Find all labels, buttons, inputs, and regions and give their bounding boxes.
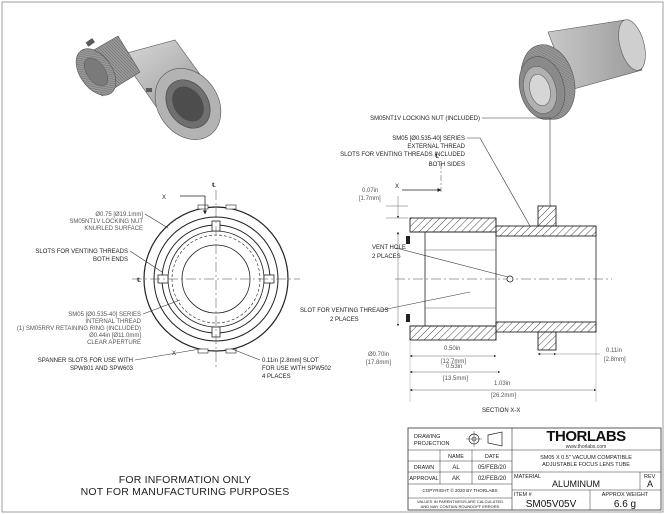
thorlabs-logo: THORLABS — [546, 428, 626, 445]
dim-053: 0.53in [13.5mm] — [409, 364, 501, 382]
svg-text:0.11in: 0.11in — [606, 348, 622, 354]
svg-text:[1.7mm]: [1.7mm] — [359, 196, 381, 202]
rev-label: REV — [644, 474, 656, 480]
footer-note-line-1: FOR INFORMATION ONLY — [118, 474, 252, 486]
callout-vent-hole: VENT HOLE 2 PLACES — [372, 245, 509, 278]
callout-slot-011: 0.11in [2.8mm] SLOT FOR USE WITH SPW502 … — [231, 348, 332, 380]
svg-text:SLOTS FOR VENTING THREADS: SLOTS FOR VENTING THREADS — [35, 249, 128, 255]
rev-value: A — [647, 479, 653, 489]
information-only-note: FOR INFORMATION ONLY NOT FOR MANUFACTURI… — [60, 474, 310, 498]
svg-text:0.50in: 0.50in — [444, 346, 460, 352]
iso-view-left — [75, 35, 222, 140]
approval-label: APPROVAL — [409, 476, 438, 482]
callout-ext-thread: SM05 [Ø0.535-40] SERIES EXTERNAL THREAD … — [340, 136, 531, 227]
svg-text:SM05NT1V LOCKING NUT (INCLUDED: SM05NT1V LOCKING NUT (INCLUDED) — [370, 116, 480, 122]
svg-text:Ø0.44in [Ø11.0mm]: Ø0.44in [Ø11.0mm] — [89, 333, 141, 339]
svg-text:[13.5mm]: [13.5mm] — [443, 376, 468, 382]
approval-name: AK — [452, 476, 460, 482]
description-line-1: SM05 X 0.5" VACUUM COMPATIBLE — [540, 455, 632, 461]
drawn-date: 05/FEB/20 — [478, 465, 507, 471]
iso-view-right — [518, 19, 646, 120]
axis-cl-label-top: ℄ — [211, 183, 216, 189]
svg-text:0.07in: 0.07in — [362, 188, 378, 194]
svg-text:SM05 [Ø0.535-40] SERIES: SM05 [Ø0.535-40] SERIES — [68, 312, 141, 318]
website-text: www.thorlabs.com — [566, 444, 607, 450]
svg-text:1.03in: 1.03in — [494, 381, 510, 387]
svg-text:Ø0.75 [Ø19.1mm]: Ø0.75 [Ø19.1mm] — [95, 212, 143, 218]
item-label: ITEM # — [514, 492, 533, 498]
weight-value: 6.6 g — [614, 499, 636, 510]
col-date-header: DATE — [485, 454, 500, 460]
dim-007: 0.07in [1.7mm] — [359, 188, 408, 219]
svg-text:SPANNER SLOTS FOR USE WITH: SPANNER SLOTS FOR USE WITH — [38, 358, 133, 364]
copyright-text: COPYRIGHT © 2020 BY THORLABS — [422, 487, 497, 493]
title-block — [407, 427, 662, 511]
svg-text:SLOTS FOR VENTING THREADS INCL: SLOTS FOR VENTING THREADS INCLUDED — [340, 152, 466, 158]
svg-text:EXTERNAL THREAD: EXTERNAL THREAD — [407, 144, 465, 150]
drawing-projection-label-1: DRAWING — [414, 434, 440, 440]
description-line-2: ADJUSTABLE FOCUS LENS TUBE — [542, 462, 630, 468]
axis-cl-label-left: ℄ — [136, 278, 141, 284]
axis-x-label: X — [162, 195, 166, 201]
svg-text:(1) SM05RRV RETAINING RING (IN: (1) SM05RRV RETAINING RING (INCLUDED) — [17, 326, 141, 332]
dim-050: 0.50in [12.7mm] — [409, 346, 497, 365]
svg-text:CLEAR APERTURE: CLEAR APERTURE — [87, 340, 141, 346]
svg-text:Ø0.70in: Ø0.70in — [368, 352, 389, 358]
end-view — [132, 190, 300, 368]
section-axis-cl: ℄ — [434, 154, 439, 160]
weight-label: APPROX WEIGHT — [602, 492, 649, 498]
svg-text:BOTH SIDES: BOTH SIDES — [429, 162, 465, 168]
svg-text:SM05NT1V LOCKING NUT: SM05NT1V LOCKING NUT — [69, 219, 143, 225]
values-note-2: AND MAY CONTAIN ROUNDOFF ERRORS — [421, 504, 500, 509]
drawn-label: DRAWN — [414, 465, 435, 471]
svg-text:0.53in: 0.53in — [446, 364, 462, 370]
callout-slot-venting: SLOT FOR VENTING THREADS 2 PLACES — [300, 291, 471, 323]
section-label: SECTION X-X — [482, 408, 520, 414]
dim-103: 1.03in [26.2mm] — [409, 332, 597, 402]
svg-text:KNURLED SURFACE: KNURLED SURFACE — [84, 226, 143, 232]
section-axis-x: X — [395, 184, 399, 190]
svg-text:SLOT FOR VENTING THREADS: SLOT FOR VENTING THREADS — [300, 308, 388, 314]
callout-int-thread: SM05 [Ø0.535-40] SERIES INTERNAL THREAD … — [17, 299, 181, 346]
footer-note-line-2: NOT FOR MANUFACTURING PURPOSES — [80, 486, 290, 498]
svg-text:[26.2mm]: [26.2mm] — [491, 393, 516, 399]
svg-text:2 PLACES: 2 PLACES — [330, 317, 359, 323]
item-value: SM05V05V — [526, 499, 577, 510]
svg-text:BOTH ENDS: BOTH ENDS — [93, 257, 128, 263]
material-label: MATERIAL — [514, 474, 541, 480]
axis-x-label-bottom: X — [172, 351, 176, 357]
svg-text:4 PLACES: 4 PLACES — [262, 374, 291, 380]
approval-date: 02/FEB/20 — [478, 476, 507, 482]
callout-spanner-slots: SPANNER SLOTS FOR USE WITH SPW801 AND SP… — [38, 348, 201, 372]
callout-od-075: Ø0.75 [Ø19.1mm] SM05NT1V LOCKING NUT KNU… — [69, 212, 169, 232]
col-name-header: NAME — [448, 454, 464, 460]
values-note-1: VALUES IN PARENTHESIS ARE CALCULATED — [417, 499, 503, 504]
drawing-projection-label-2: PROJECTION — [414, 441, 449, 447]
callout-slots-both-ends: SLOTS FOR VENTING THREADS BOTH ENDS — [35, 249, 163, 273]
svg-text:SM05 [Ø0.535-40] SERIES: SM05 [Ø0.535-40] SERIES — [392, 136, 465, 142]
dim-070: Ø0.70in [17.8mm] — [366, 231, 400, 366]
svg-text:[2.8mm]: [2.8mm] — [604, 357, 626, 363]
svg-text:[12.7mm]: [12.7mm] — [441, 359, 466, 365]
svg-text:[17.8mm]: [17.8mm] — [366, 360, 391, 366]
svg-text:2 PLACES: 2 PLACES — [372, 254, 401, 260]
svg-text:VENT HOLE: VENT HOLE — [372, 245, 406, 251]
dim-011: 0.11in [2.8mm] — [537, 348, 626, 363]
section-view — [395, 205, 612, 351]
callout-locking-nut: SM05NT1V LOCKING NUT (INCLUDED) — [370, 116, 551, 206]
drawn-name: AL — [452, 465, 460, 471]
svg-text:INTERNAL THREAD: INTERNAL THREAD — [85, 319, 141, 325]
material-value: ALUMINUM — [552, 479, 600, 489]
svg-text:FOR USE WITH SPW502: FOR USE WITH SPW502 — [262, 366, 332, 372]
svg-text:0.11in [2.8mm] SLOT: 0.11in [2.8mm] SLOT — [262, 358, 319, 364]
svg-text:SPW801 AND SPW603: SPW801 AND SPW603 — [70, 366, 134, 372]
